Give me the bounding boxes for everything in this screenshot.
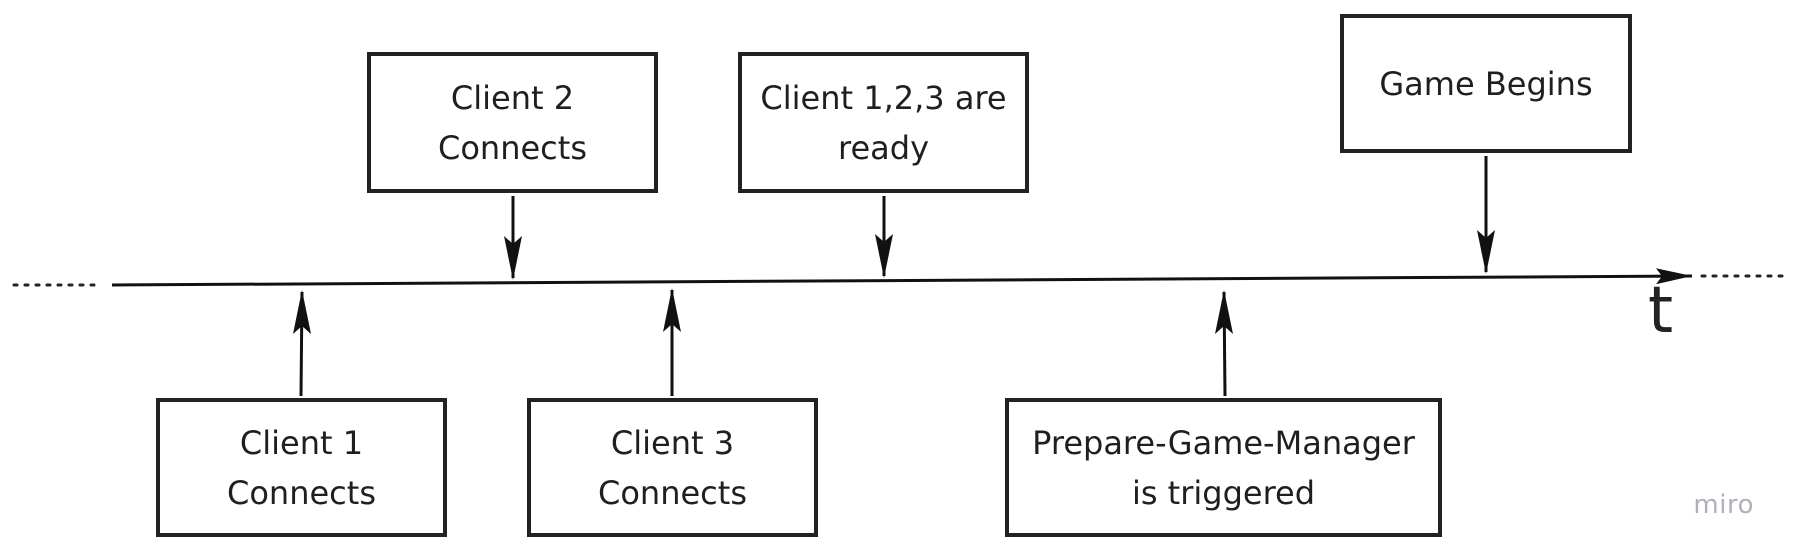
time-axis-line bbox=[111, 268, 1693, 287]
ready-arrow bbox=[875, 196, 893, 278]
miro-watermark: miro bbox=[1693, 490, 1754, 520]
client2-arrow bbox=[504, 196, 522, 280]
event-box-prepare-game-manager: Prepare-Game-Manager is triggered bbox=[1005, 398, 1442, 537]
time-axis-label: t bbox=[1648, 274, 1674, 348]
client3-arrow bbox=[663, 288, 681, 396]
event-box-client3: Client 3 Connects bbox=[527, 398, 818, 537]
event-box-client2: Client 2 Connects bbox=[367, 52, 658, 193]
event-box-clients-ready: Client 1,2,3 are ready bbox=[738, 52, 1029, 193]
prepare-arrow bbox=[1215, 290, 1233, 397]
event-box-game-begins: Game Begins bbox=[1340, 14, 1632, 153]
client1-arrow bbox=[293, 290, 311, 397]
game-arrow bbox=[1477, 156, 1495, 274]
event-box-client1: Client 1 Connects bbox=[156, 398, 447, 537]
